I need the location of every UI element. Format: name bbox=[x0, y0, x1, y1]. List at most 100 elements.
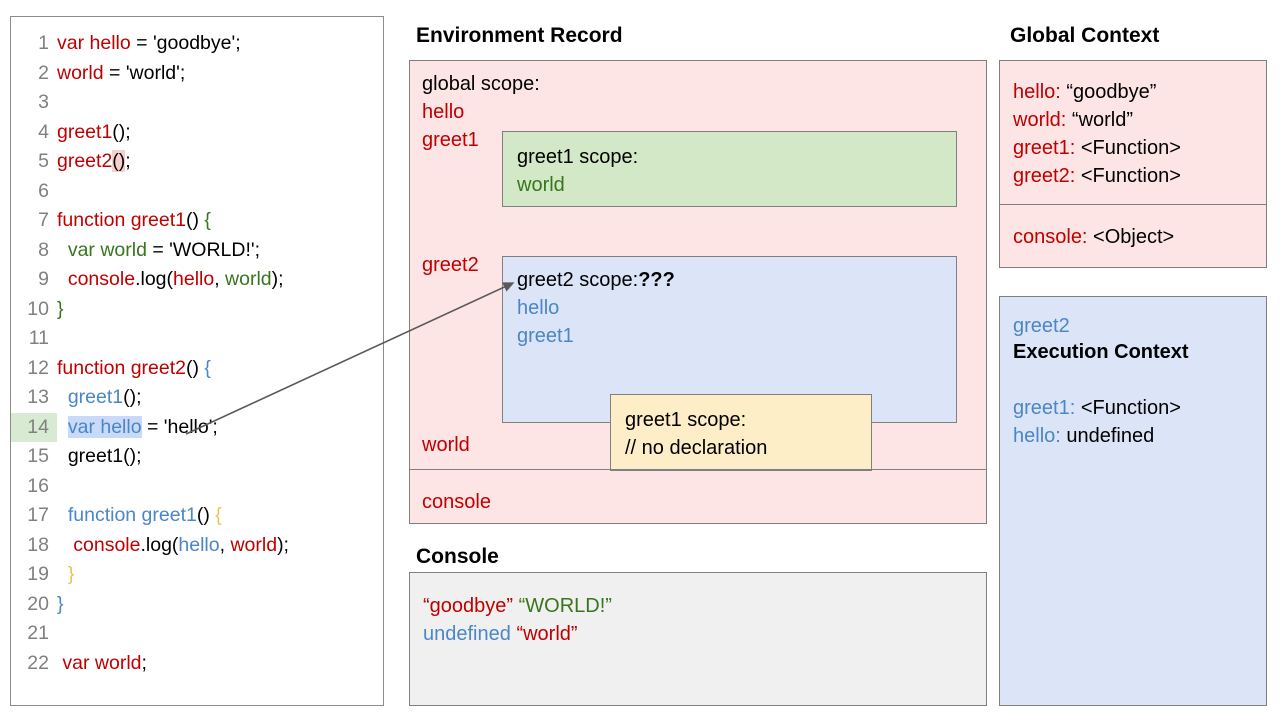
entry-key: world: bbox=[1013, 109, 1067, 131]
code-line: 15 greet1(); bbox=[11, 442, 383, 472]
greet2-scope-var-greet1: greet1 bbox=[517, 325, 574, 347]
code-token: = 'world'; bbox=[103, 61, 186, 84]
line-number: 1 bbox=[38, 32, 49, 54]
line-number: 9 bbox=[38, 268, 49, 290]
console-output-line: undefined “world” bbox=[423, 623, 578, 646]
code-token: var hello bbox=[57, 32, 131, 54]
code-token: () bbox=[186, 356, 205, 379]
code-token: ); bbox=[277, 533, 289, 556]
line-number: 22 bbox=[27, 651, 49, 674]
global-context-title: Global Context bbox=[1010, 24, 1160, 47]
code-token: greet1 bbox=[57, 386, 124, 408]
code-line-text: } bbox=[57, 295, 64, 325]
code-token: var hello bbox=[67, 415, 142, 438]
code-line-text: console.log(hello, world); bbox=[57, 531, 289, 561]
env-binding-greet1: greet1 bbox=[422, 129, 479, 151]
line-number: 19 bbox=[27, 563, 49, 585]
line-number: 6 bbox=[38, 179, 49, 202]
code-token: world bbox=[230, 533, 278, 556]
line-number: 20 bbox=[27, 592, 49, 615]
line-number: 16 bbox=[27, 474, 49, 497]
greet1-scope-box: greet1 scope: world bbox=[502, 131, 957, 207]
execution-context-panel: greet2 Execution Context greet1: <Functi… bbox=[999, 296, 1267, 706]
code-line-text: var hello = 'hello'; bbox=[57, 413, 218, 443]
entry-key: hello: bbox=[1013, 81, 1061, 103]
code-token: greet2 bbox=[57, 150, 113, 172]
console-token: “goodbye” bbox=[423, 595, 514, 617]
entry-value: “goodbye” bbox=[1060, 81, 1157, 103]
code-token: .log( bbox=[135, 268, 173, 290]
global-context-entry: world: “world” bbox=[1013, 109, 1133, 132]
entry-value: <Function> bbox=[1075, 397, 1181, 419]
code-line: 18 console.log(hello, world); bbox=[11, 531, 383, 561]
code-line: 13 greet1(); bbox=[11, 383, 383, 413]
code-line-text: world = 'world'; bbox=[57, 59, 185, 89]
global-context-entry: greet2: <Function> bbox=[1013, 165, 1181, 188]
line-number: 14 bbox=[11, 412, 57, 442]
code-token: () bbox=[186, 209, 205, 231]
entry-value: “world” bbox=[1066, 109, 1134, 131]
code-line-text: console.log(hello, world); bbox=[57, 265, 284, 295]
console-output-panel: “goodbye” “WORLD!” undefined “world” bbox=[409, 572, 987, 706]
line-number: 5 bbox=[38, 150, 49, 172]
code-line: 16 bbox=[11, 472, 383, 502]
nested-greet1-scope-note: // no declaration bbox=[625, 437, 768, 459]
global-context-object-entry: console: <Object> bbox=[1013, 226, 1174, 249]
greet2-scope-title: greet2 scope:??? bbox=[517, 269, 675, 292]
code-token: } bbox=[57, 297, 64, 320]
code-token: } bbox=[57, 563, 75, 585]
execution-context-function-name: greet2 bbox=[1013, 315, 1070, 337]
code-line-text: } bbox=[57, 560, 75, 590]
entry-key: greet1: bbox=[1013, 397, 1076, 419]
code-token: (); bbox=[123, 386, 142, 408]
code-token: hello bbox=[178, 533, 220, 556]
code-token: { bbox=[215, 504, 222, 526]
line-number: 18 bbox=[27, 533, 49, 556]
nested-greet1-scope-box: greet1 scope: // no declaration bbox=[610, 394, 872, 471]
code-token: { bbox=[204, 209, 211, 231]
code-token: function greet1 bbox=[57, 209, 187, 231]
code-token: .log( bbox=[140, 533, 179, 556]
line-number: 12 bbox=[27, 356, 49, 379]
code-line: 3 bbox=[11, 88, 383, 118]
console-token: “world” bbox=[516, 623, 578, 645]
nested-greet1-scope-title: greet1 scope: bbox=[625, 409, 747, 431]
code-token: function greet1 bbox=[57, 504, 197, 526]
entry-key: greet1: bbox=[1013, 137, 1076, 159]
environment-record-panel: global scope: hello greet1 greet2 world … bbox=[409, 60, 987, 524]
code-line-list: 1 var hello = 'goodbye'; 2 world = 'world';… bbox=[11, 29, 383, 678]
code-line-text: greet1(); bbox=[57, 383, 142, 413]
line-number: 15 bbox=[27, 445, 49, 467]
line-number: 2 bbox=[38, 61, 49, 84]
code-line-text: greet1(); bbox=[57, 442, 142, 472]
entry-value: <Object> bbox=[1087, 226, 1175, 248]
execution-context-title: Execution Context bbox=[1013, 341, 1189, 363]
environment-record-title: Environment Record bbox=[416, 24, 623, 47]
code-line: 9 console.log(hello, world); bbox=[11, 265, 383, 295]
code-line: 8 var world = 'WORLD!'; bbox=[11, 236, 383, 266]
code-token: greet1(); bbox=[57, 445, 142, 467]
global-context-entry: greet1: <Function> bbox=[1013, 137, 1181, 160]
code-line: 20} bbox=[11, 590, 383, 620]
entry-key: hello: bbox=[1013, 425, 1061, 447]
greet1-scope-title: greet1 scope: bbox=[517, 146, 639, 168]
code-line-text: } bbox=[57, 590, 64, 620]
greet2-scope-title-text: greet2 scope: bbox=[517, 269, 639, 291]
env-binding-world: world bbox=[422, 434, 470, 456]
code-token: function greet2 bbox=[57, 356, 187, 379]
code-token: = 'goodbye'; bbox=[130, 32, 241, 54]
code-token: world bbox=[57, 61, 104, 84]
code-line-text: var world = 'WORLD!'; bbox=[57, 236, 260, 266]
code-token: console bbox=[57, 533, 141, 556]
line-number: 17 bbox=[27, 504, 49, 526]
code-token: ); bbox=[271, 268, 284, 290]
global-scope-label: global scope: bbox=[422, 73, 540, 95]
line-number: 8 bbox=[38, 238, 49, 261]
code-token: } bbox=[57, 592, 64, 615]
console-title: Console bbox=[416, 545, 499, 568]
greet1-scope-var-world: world bbox=[517, 174, 565, 196]
